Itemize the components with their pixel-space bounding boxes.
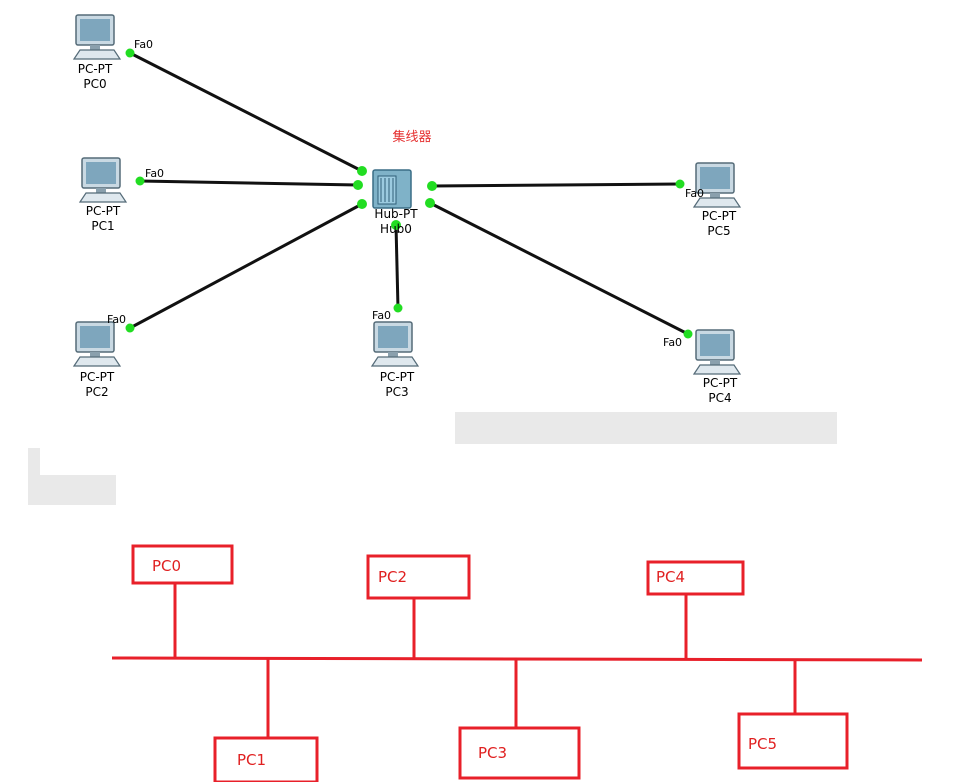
screen-shape [86, 162, 116, 184]
stand-shape [96, 188, 106, 193]
port-dot [391, 220, 401, 230]
bus-node-pc4 [646, 560, 745, 596]
port-dot [357, 199, 367, 209]
link-pc2-hub [129, 202, 363, 330]
keyboard-shape [370, 356, 420, 367]
link-pc4-hub [429, 201, 689, 336]
keyboard-shape [692, 364, 742, 375]
keyboard-shape [72, 356, 122, 367]
computer-icon [692, 162, 742, 208]
bus-node-pc1 [213, 736, 319, 782]
port-dot [427, 181, 437, 191]
pc-type-label: PC-PT [380, 370, 415, 384]
stand-shape [90, 352, 100, 357]
computer-icon [72, 14, 122, 60]
port-label: Fa0 [685, 187, 704, 200]
pc-type-label: PC-PT [78, 62, 113, 76]
blurred-overlay [28, 448, 40, 476]
pc-type-label: PC-PT [80, 370, 115, 384]
port-dot [125, 323, 135, 333]
port-label: Fa0 [107, 313, 126, 326]
link-pc1-hub [139, 179, 359, 187]
bus-label-pc4: PC4 [656, 568, 685, 586]
bus-labels: PC0 PC2 PC4 PC1 PC3 PC5 [152, 557, 777, 769]
port-dot [675, 179, 685, 189]
pc-type-label: PC-PT [702, 209, 737, 223]
port-label: Fa0 [663, 336, 682, 349]
bus-label-pc2: PC2 [378, 568, 407, 586]
bus-node-pc2 [366, 554, 471, 600]
pc-name-label: PC0 [83, 77, 106, 91]
bus-node-pc3 [458, 726, 581, 780]
blurred-overlay [455, 412, 837, 444]
computer-icon [370, 321, 420, 367]
bus-diagram [111, 544, 923, 782]
port-label: Fa0 [134, 38, 153, 51]
keyboard-shape [78, 192, 128, 203]
pc-name-label: PC2 [85, 385, 108, 399]
link-pc5-hub [431, 182, 681, 188]
screen-shape [80, 19, 110, 41]
hub-title: 集线器 [392, 129, 431, 145]
keyboard-shape [692, 197, 742, 208]
screen-shape [700, 167, 730, 189]
topology-links [129, 51, 689, 336]
pc-name-label: PC5 [707, 224, 730, 238]
keyboard-shape [72, 49, 122, 60]
port-label: Fa0 [372, 309, 391, 322]
bus-label-pc0: PC0 [152, 557, 181, 575]
hub-name-label: Hub0 [380, 222, 412, 236]
port-dot [125, 48, 135, 58]
computer-icon [692, 329, 742, 375]
port-dot [425, 198, 435, 208]
stand-shape [710, 360, 720, 365]
stand-shape [710, 193, 720, 198]
bus-node-pc5 [737, 712, 849, 770]
link-pc0-hub [129, 51, 363, 173]
bus-node-pc0 [131, 544, 234, 585]
hub-icon-face [377, 175, 397, 205]
stand-shape [90, 45, 100, 50]
pc-type-label: PC-PT [86, 204, 121, 218]
pc-type-label: PC-PT [703, 376, 738, 390]
port-dot [393, 303, 403, 313]
port-dot [353, 180, 363, 190]
port-dot [683, 329, 693, 339]
port-dots [125, 48, 693, 339]
stand-shape [388, 352, 398, 357]
blurred-overlay [28, 475, 116, 505]
hub-type-label: Hub-PT [374, 207, 418, 221]
port-dot [357, 166, 367, 176]
bus-label-pc1: PC1 [237, 751, 266, 769]
pc-devices: PC-PTPC0Fa0PC-PTPC1Fa0PC-PTPC2Fa0PC-PTPC… [72, 14, 742, 405]
port-label: Fa0 [145, 167, 164, 180]
hub-device[interactable]: 集线器 Hub-PT Hub0 [372, 129, 432, 236]
computer-icon [72, 321, 122, 367]
screen-shape [700, 334, 730, 356]
bus-label-pc3: PC3 [478, 744, 507, 762]
pc-name-label: PC4 [708, 391, 731, 405]
bus-label-pc5: PC5 [748, 735, 777, 753]
pc-name-label: PC1 [91, 219, 114, 233]
screen-shape [80, 326, 110, 348]
link-pc3-hub [394, 224, 400, 309]
pc-name-label: PC3 [385, 385, 408, 399]
screen-shape [378, 326, 408, 348]
computer-icon [78, 157, 128, 203]
port-dot [135, 176, 145, 186]
